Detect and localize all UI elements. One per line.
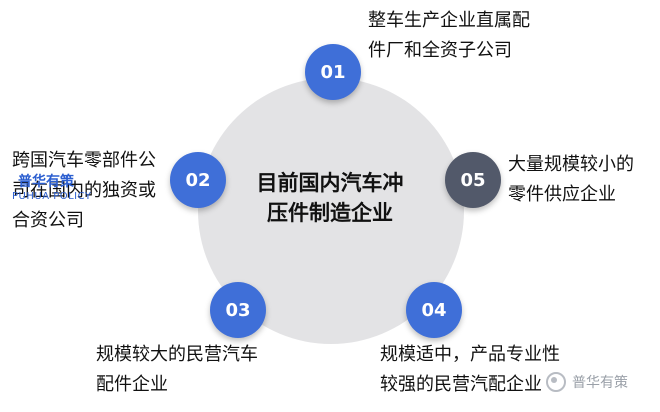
watermark-logo: 普华有策	[18, 174, 74, 190]
node-01-label-line2: 件厂和全资子公司	[368, 40, 512, 61]
node-01-number: 01	[320, 61, 346, 83]
center-title-line2: 压件制造企业	[267, 201, 393, 225]
node-05-label-line2: 零件供应企业	[508, 184, 616, 205]
node-02-number: 02	[185, 169, 211, 191]
node-03-label: 规模较大的民营汽车 配件企业	[96, 340, 258, 400]
node-04: 04	[406, 282, 462, 338]
node-04-label-line2: 较强的民营汽配企业	[380, 374, 542, 395]
node-05-label-line1: 大量规模较小的	[508, 154, 634, 175]
node-02: 02	[170, 152, 226, 208]
node-05-number: 05	[460, 169, 486, 191]
node-04-label: 规模适中，产品专业性 较强的民营汽配企业	[380, 340, 560, 400]
node-03-label-line1: 规模较大的民营汽车	[96, 344, 258, 365]
node-03-number: 03	[225, 299, 251, 321]
watermark-icon	[546, 372, 566, 392]
node-02-label-line2: 司在国内的独资或	[12, 180, 156, 201]
center-title: 目前国内汽车冲 压件制造企业	[230, 168, 430, 228]
node-05-label: 大量规模较小的 零件供应企业	[508, 150, 634, 210]
node-04-number: 04	[421, 299, 447, 321]
node-02-label: 跨国汽车零部件公 司在国内的独资或 合资公司	[12, 146, 156, 236]
node-01-label: 整车生产企业直属配 件厂和全资子公司	[368, 6, 530, 66]
node-03: 03	[210, 282, 266, 338]
node-04-label-line1: 规模适中，产品专业性	[380, 344, 560, 365]
node-02-label-line1: 跨国汽车零部件公	[12, 150, 156, 171]
node-01-label-line1: 整车生产企业直属配	[368, 10, 530, 31]
node-03-label-line2: 配件企业	[96, 374, 168, 395]
node-05: 05	[445, 152, 501, 208]
watermark-subtitle: PUHUA POLICY	[12, 191, 92, 202]
center-title-line1: 目前国内汽车冲	[256, 171, 404, 195]
node-01: 01	[305, 44, 361, 100]
watermark-bottom-text: 普华有策	[572, 375, 628, 391]
watermark-bottom: 普华有策	[546, 372, 628, 392]
node-02-label-line3: 合资公司	[12, 210, 84, 231]
